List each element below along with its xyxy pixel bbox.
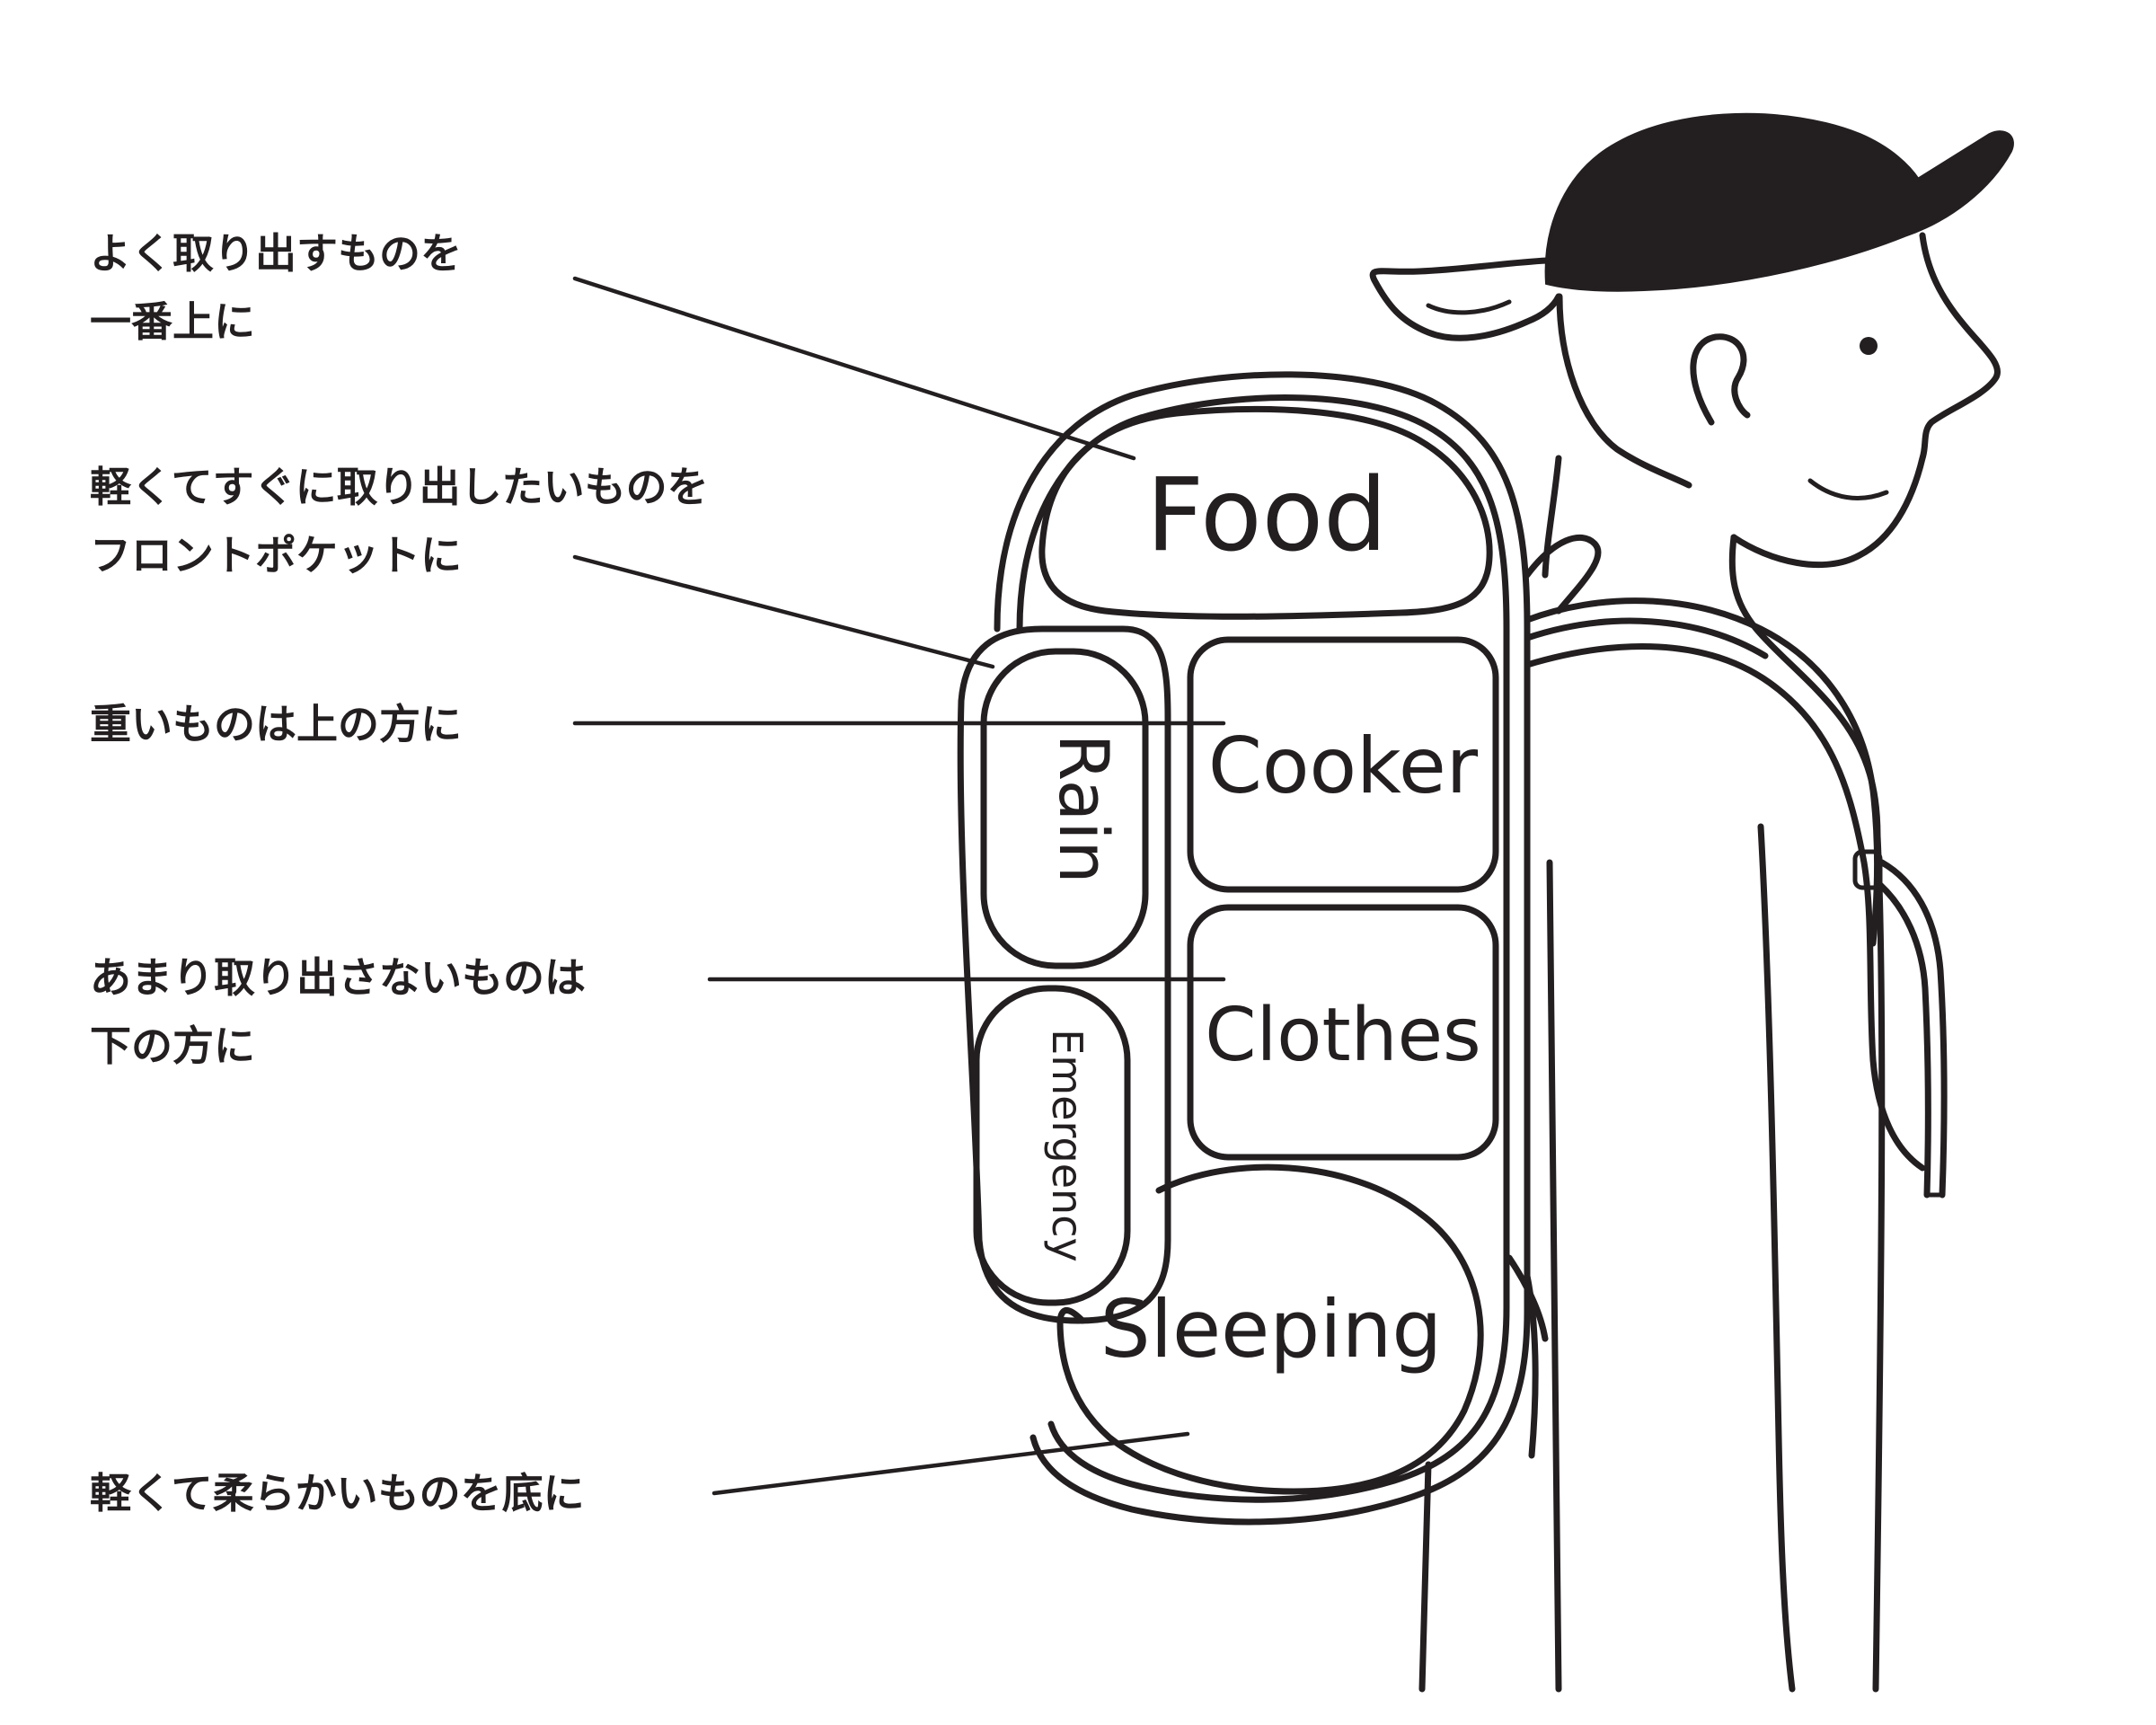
front-pocket-outer <box>957 625 1171 1324</box>
callout-lower-line-2: 下の方に <box>90 1022 255 1070</box>
torso-front <box>1872 832 1886 1693</box>
compartment-rain <box>980 648 1149 969</box>
collar <box>1524 534 1602 615</box>
cap-icon <box>1544 112 2014 292</box>
backpack-outer-shell <box>994 371 1531 1526</box>
callout-front-pocket: 軽くてすぐに取り出したいものを フロントポケットに <box>90 453 709 589</box>
strap-buckle-icon <box>1852 849 1883 890</box>
callout-heavy: 重いものは上の方に <box>90 690 462 758</box>
hip-belt-wedge <box>1506 1254 1549 1342</box>
compartment-clothes <box>1187 904 1499 1161</box>
shoulder-strap-inner <box>1524 617 1769 659</box>
callout-heavy-line-1: 重いものは上の方に <box>90 700 462 748</box>
label-food: Food <box>1146 457 1388 574</box>
compartment-cooker <box>1187 636 1499 893</box>
hanging-strap <box>1878 859 1948 1199</box>
compartment-emergency <box>973 985 1131 1306</box>
eye-icon <box>1860 337 1878 355</box>
hanging-strap-inner <box>1877 881 1931 1199</box>
callout-front-pocket-line-1: 軽くてすぐに取り出したいものを <box>90 463 709 511</box>
leader-top <box>572 276 1136 461</box>
ear-icon <box>1690 333 1751 426</box>
leader-bottom <box>711 1431 1190 1496</box>
arm-outer <box>1757 823 1796 1693</box>
hiker-figure <box>1369 112 2014 1693</box>
face-profile <box>1730 232 2001 569</box>
label-sleeping: Sleeping <box>1100 1283 1443 1376</box>
neck-front <box>1728 534 1881 839</box>
leader-front-pocket <box>572 554 995 669</box>
callout-bottom: 軽くて柔らかいものを底に <box>90 1459 585 1527</box>
callout-top: よく取り出すものを 一番上に <box>90 219 462 356</box>
label-rain: Rain <box>1044 734 1124 884</box>
callout-top-line-1: よく取り出すものを <box>90 229 462 278</box>
smile <box>1807 478 1889 500</box>
head-back <box>1556 293 1692 489</box>
callout-lower-line-1: あまり取り出さないものは <box>90 953 586 1002</box>
ponytail-detail <box>1426 299 1512 315</box>
backpack: Food Cooker Clothes Sleeping Rain Emerge… <box>957 371 1531 1526</box>
shoulder-strap <box>1524 643 1926 1172</box>
lower-back <box>1418 1461 1432 1693</box>
ponytail <box>1369 257 1562 341</box>
arm-inner <box>1546 859 1562 1693</box>
callout-front-pocket-line-2: フロントポケットに <box>90 531 462 579</box>
compartment-sleeping <box>1056 1163 1484 1495</box>
callout-top-line-2: 一番上に <box>90 297 255 346</box>
label-emergency: Emergency <box>1043 1029 1091 1261</box>
callout-lower: あまり取り出さないものは 下の方に <box>90 943 586 1080</box>
callout-bottom-line-1: 軽くて柔らかいものを底に <box>90 1469 585 1517</box>
leader-lines <box>572 276 1226 1496</box>
label-clothes: Clothes <box>1205 993 1481 1078</box>
compartment-food <box>1038 405 1493 620</box>
neck-back <box>1542 455 1562 579</box>
label-cooker: Cooker <box>1208 721 1479 811</box>
